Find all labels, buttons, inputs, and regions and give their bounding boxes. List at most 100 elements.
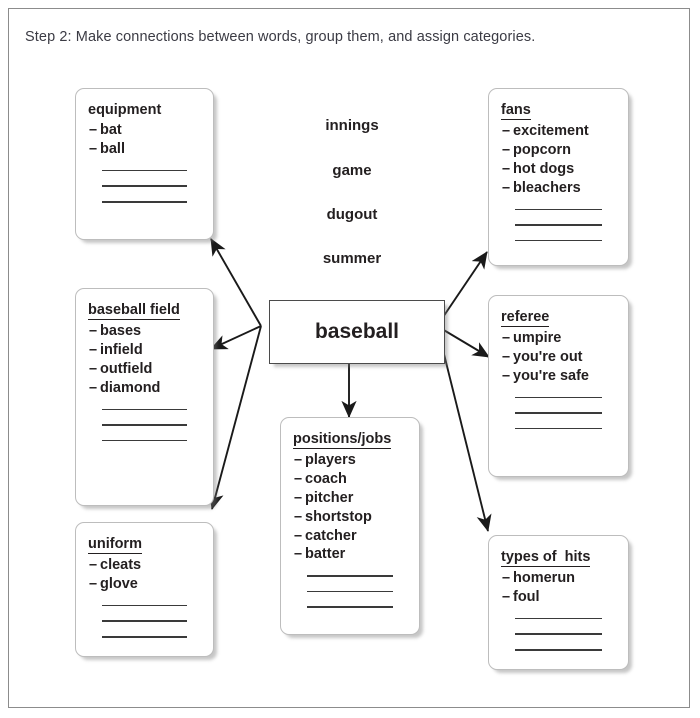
card-item: –foul bbox=[501, 588, 618, 607]
loose-word-innings[interactable]: innings bbox=[325, 117, 379, 134]
card-title: types of hits bbox=[501, 548, 591, 568]
blank-line[interactable] bbox=[515, 208, 602, 211]
card-title: positions/jobs bbox=[293, 430, 392, 450]
card-blank-lines[interactable] bbox=[88, 169, 203, 203]
card-types-of-hits[interactable]: types of hits –homerun –foul bbox=[488, 535, 629, 670]
blank-line[interactable] bbox=[515, 224, 602, 226]
card-blank-lines[interactable] bbox=[293, 575, 409, 608]
card-item-label: diamond bbox=[100, 379, 161, 396]
card-item-list: –bat –ball bbox=[88, 121, 203, 159]
blank-line[interactable] bbox=[102, 408, 187, 411]
blank-line[interactable] bbox=[102, 169, 187, 172]
card-item: –cleats bbox=[88, 556, 203, 575]
loose-word-game[interactable]: game bbox=[332, 162, 372, 179]
card-item-label: excitement bbox=[513, 123, 589, 140]
dash-icon: – bbox=[89, 360, 98, 377]
dash-icon: – bbox=[294, 508, 303, 525]
dash-icon: – bbox=[502, 348, 511, 365]
dash-icon: – bbox=[502, 123, 511, 140]
dash-icon: – bbox=[89, 557, 98, 574]
card-item: –you're safe bbox=[501, 367, 618, 386]
card-item: –shortstop bbox=[293, 508, 409, 527]
card-item: –bases bbox=[88, 322, 203, 341]
page-title: Step 2: Make connections between words, … bbox=[25, 29, 536, 45]
card-item-label: infield bbox=[100, 341, 143, 358]
card-equipment[interactable]: equipment –bat –ball bbox=[75, 88, 214, 240]
blank-line[interactable] bbox=[515, 396, 602, 399]
card-item: –coach bbox=[293, 470, 409, 489]
card-item-label: homerun bbox=[513, 570, 576, 587]
center-node-baseball[interactable]: baseball bbox=[269, 300, 445, 364]
card-item-label: foul bbox=[513, 588, 540, 605]
blank-line[interactable] bbox=[515, 617, 602, 620]
blank-line[interactable] bbox=[102, 620, 187, 622]
card-item-label: bleachers bbox=[513, 179, 581, 196]
blank-line[interactable] bbox=[102, 424, 187, 426]
card-item-label: players bbox=[305, 452, 356, 469]
card-title: baseball field bbox=[88, 301, 180, 321]
blank-line[interactable] bbox=[515, 427, 602, 430]
card-item: –catcher bbox=[293, 527, 409, 546]
card-uniform[interactable]: uniform –cleats –glove bbox=[75, 522, 214, 657]
blank-line[interactable] bbox=[102, 439, 187, 442]
blank-line[interactable] bbox=[307, 590, 393, 593]
card-item-label: you're out bbox=[513, 348, 583, 365]
card-blank-lines[interactable] bbox=[88, 408, 203, 442]
card-item-label: popcorn bbox=[513, 141, 571, 158]
card-item-label: umpire bbox=[513, 330, 562, 347]
blank-line[interactable] bbox=[307, 606, 393, 608]
dash-icon: – bbox=[294, 546, 303, 563]
card-referee[interactable]: referee –umpire –you're out –you're safe bbox=[488, 295, 629, 477]
center-node-label: baseball bbox=[314, 320, 400, 343]
card-item-list: –umpire –you're out –you're safe bbox=[501, 329, 618, 386]
dash-icon: – bbox=[502, 588, 511, 605]
blank-line[interactable] bbox=[102, 185, 187, 187]
card-title: equipment bbox=[88, 102, 162, 118]
card-item-label: pitcher bbox=[305, 489, 354, 506]
card-item: –umpire bbox=[501, 329, 618, 348]
card-positions-jobs[interactable]: positions/jobs –players –coach –pitcher … bbox=[280, 417, 420, 635]
card-baseball-field[interactable]: baseball field –bases –infield –outfield… bbox=[75, 288, 214, 506]
card-item: –you're out bbox=[501, 348, 618, 367]
blank-line[interactable] bbox=[515, 239, 602, 242]
dash-icon: – bbox=[89, 341, 98, 358]
blank-line[interactable] bbox=[515, 649, 602, 651]
card-title: uniform bbox=[88, 535, 142, 555]
card-item: –infield bbox=[88, 341, 203, 360]
card-title: fans bbox=[501, 101, 531, 121]
card-item-list: –homerun –foul bbox=[501, 569, 618, 607]
card-item: –diamond bbox=[88, 379, 203, 398]
dash-icon: – bbox=[502, 160, 511, 177]
card-item: –outfield bbox=[88, 360, 203, 379]
card-item-label: you're safe bbox=[513, 367, 589, 384]
dash-icon: – bbox=[502, 141, 511, 158]
card-item-label: catcher bbox=[305, 527, 357, 544]
loose-word-dugout[interactable]: dugout bbox=[326, 206, 378, 223]
card-blank-lines[interactable] bbox=[501, 396, 618, 430]
card-item: –bat bbox=[88, 121, 203, 140]
arrow-to-uniform bbox=[208, 325, 262, 510]
card-item: –batter bbox=[293, 545, 409, 564]
blank-line[interactable] bbox=[307, 575, 393, 577]
blank-line[interactable] bbox=[102, 201, 187, 203]
card-item: –popcorn bbox=[501, 141, 618, 160]
card-item-list: –excitement –popcorn –hot dogs –bleacher… bbox=[501, 122, 618, 197]
card-blank-lines[interactable] bbox=[501, 617, 618, 651]
blank-line[interactable] bbox=[102, 604, 187, 607]
card-fans[interactable]: fans –excitement –popcorn –hot dogs –ble… bbox=[488, 88, 629, 266]
card-item: –pitcher bbox=[293, 489, 409, 508]
blank-line[interactable] bbox=[515, 412, 602, 414]
blank-line[interactable] bbox=[102, 636, 187, 638]
worksheet-page: Step 2: Make connections between words, … bbox=[8, 8, 690, 708]
card-item: –glove bbox=[88, 575, 203, 594]
card-blank-lines[interactable] bbox=[88, 604, 203, 638]
card-blank-lines[interactable] bbox=[501, 208, 618, 242]
loose-word-summer[interactable]: summer bbox=[322, 250, 382, 267]
card-title: referee bbox=[501, 308, 550, 328]
blank-line[interactable] bbox=[515, 633, 602, 635]
card-item: –players bbox=[293, 451, 409, 470]
dash-icon: – bbox=[502, 570, 511, 587]
card-item-list: –cleats –glove bbox=[88, 556, 203, 594]
dash-icon: – bbox=[89, 122, 98, 139]
card-item: –homerun bbox=[501, 569, 618, 588]
